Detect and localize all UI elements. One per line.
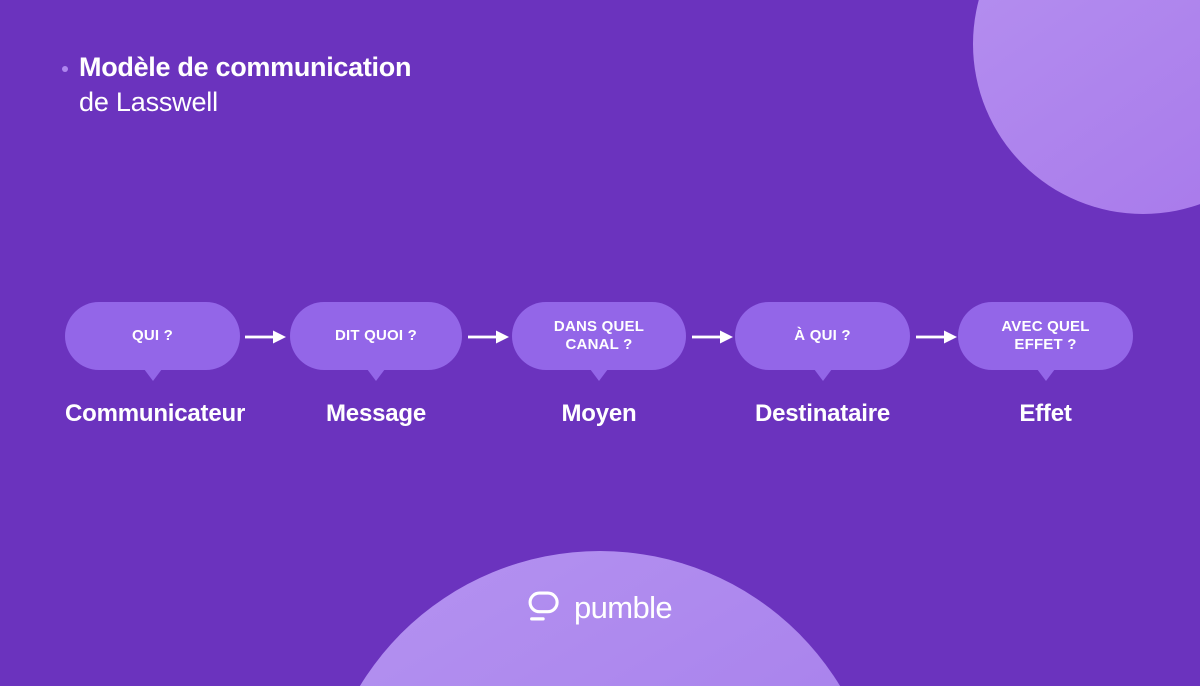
speech-bubble-4[interactable]: À QUI ?	[735, 302, 910, 381]
speech-bubble-3[interactable]: DANS QUEL CANAL ?	[512, 302, 686, 381]
speech-bubble-5[interactable]: AVEC QUEL EFFET ?	[958, 302, 1133, 381]
arrow-right-icon-3	[692, 330, 733, 344]
flow-label-5: Effet	[1019, 400, 1072, 427]
page-title: Modèle de communication	[62, 52, 411, 84]
lasswell-flow-diagram: QUI ? Communicateur DIT QUOI ? Message D…	[0, 302, 1200, 448]
bubble-tail-icon	[1036, 369, 1055, 381]
brand-name: pumble	[573, 590, 673, 625]
flow-step-4: À QUI ? Destinataire	[735, 302, 910, 427]
bubble-text-2: DIT QUOI ?	[335, 326, 417, 344]
pumble-speech-bubble-icon	[528, 591, 559, 621]
bubble-text-4: À QUI ?	[794, 326, 851, 344]
bubble-tail-icon	[143, 369, 162, 381]
page-subtitle: de Lasswell	[79, 86, 218, 117]
flow-step-1: QUI ? Communicateur	[65, 302, 245, 427]
flow-label-4: Destinataire	[755, 400, 890, 427]
bubble-tail-icon	[813, 369, 832, 381]
bubble-tail-icon	[590, 369, 608, 381]
bubble-text-5: AVEC QUEL EFFET ?	[1001, 317, 1090, 353]
arrow-right-icon-4	[916, 330, 957, 344]
flow-step-3: DANS QUEL CANAL ? Moyen	[512, 302, 686, 427]
page-title-text: Modèle de communication	[79, 52, 412, 82]
arrow-right-icon-2	[468, 330, 509, 344]
flow-label-1: Communicateur	[65, 400, 246, 427]
decor-circle-bottom-center	[359, 551, 841, 686]
speech-bubble-1[interactable]: QUI ?	[65, 302, 240, 381]
brand-logo: pumble	[0, 590, 1200, 626]
bubble-text-1: QUI ?	[132, 326, 173, 344]
flow-step-2: DIT QUOI ? Message	[290, 302, 462, 427]
speech-bubble-2[interactable]: DIT QUOI ?	[290, 302, 462, 381]
arrow-right-icon-1	[245, 330, 286, 344]
bullet-dot-icon	[62, 65, 68, 72]
bubble-tail-icon	[367, 369, 385, 381]
decor-circle-top-right	[973, 0, 1200, 214]
flow-label-3: Moyen	[561, 400, 637, 427]
flow-step-5: AVEC QUEL EFFET ? Effet	[958, 302, 1133, 427]
flow-label-2: Message	[326, 400, 426, 427]
bubble-text-3: DANS QUEL CANAL ?	[553, 317, 645, 353]
page-header: Modèle de communication de Lasswell	[62, 52, 411, 121]
